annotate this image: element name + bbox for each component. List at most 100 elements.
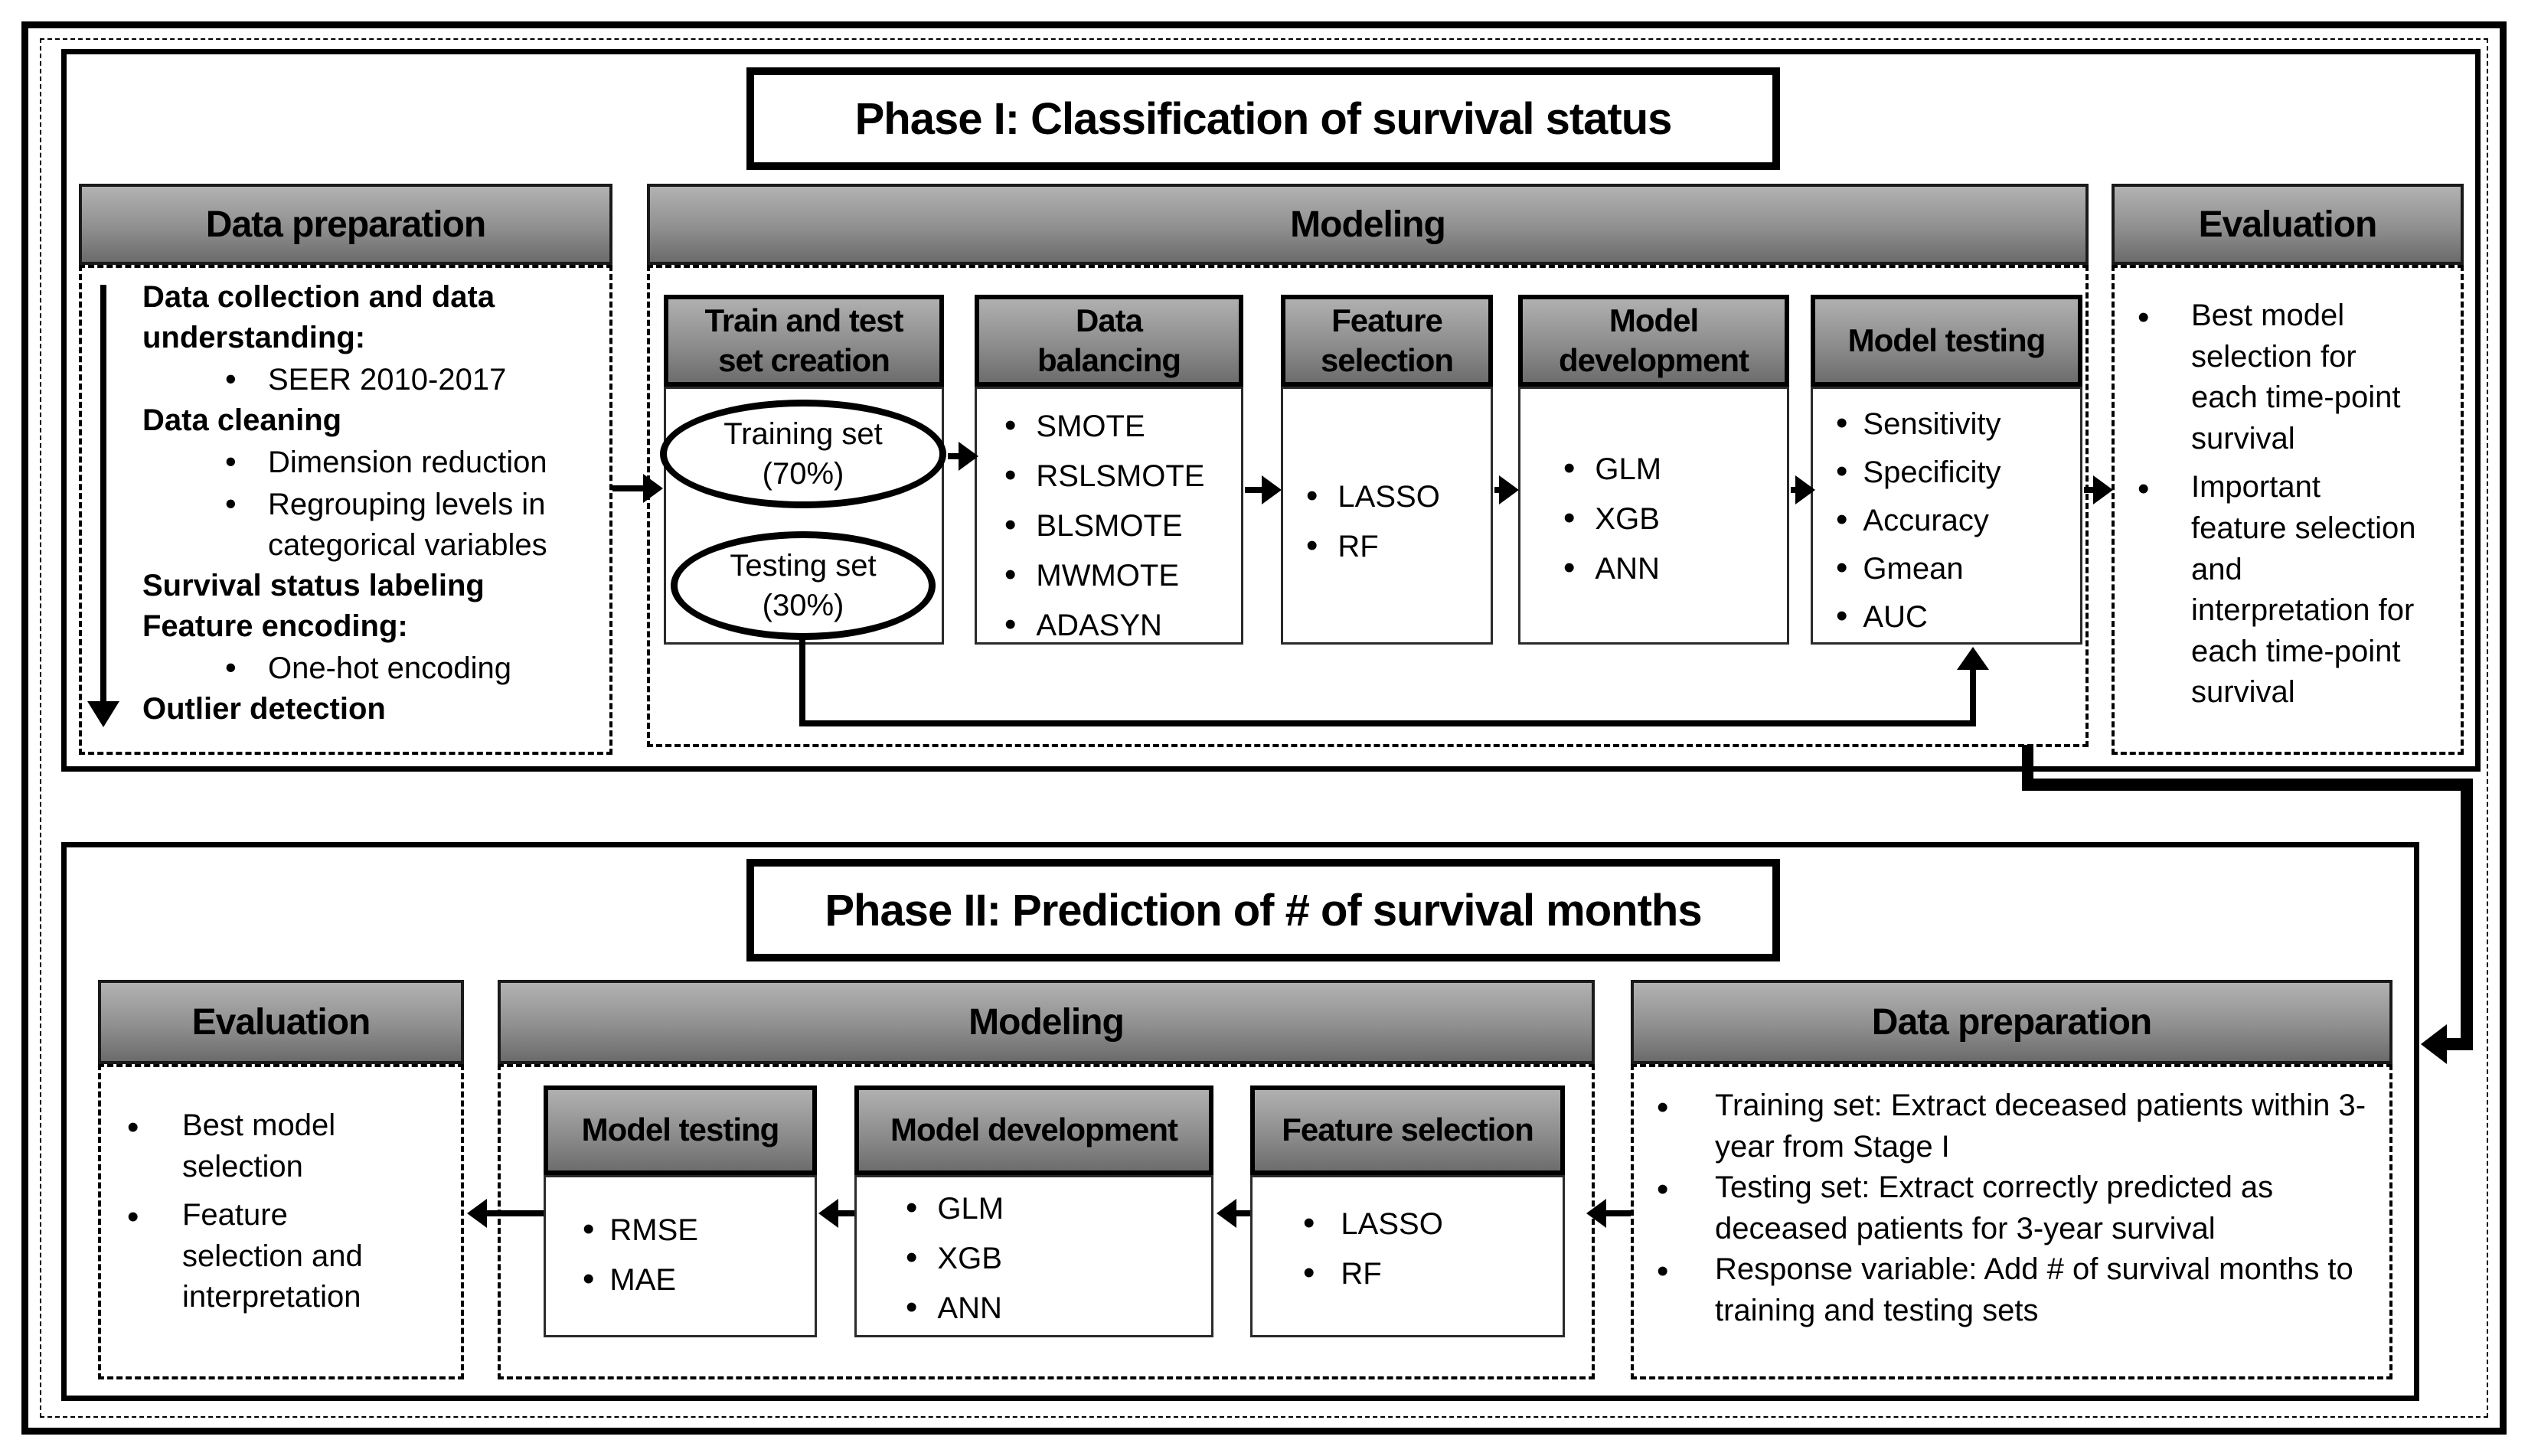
connector-right bbox=[2461, 779, 2473, 1050]
data-prep-step: Data collection and data understanding: bbox=[142, 280, 495, 354]
list-item: AUC bbox=[1836, 593, 2080, 641]
phase2-title: Phase II: Prediction of # of survival mo… bbox=[825, 885, 1702, 935]
arrow-modeldev-to-modeltest bbox=[1791, 475, 1815, 504]
list-item: ANN bbox=[1563, 544, 1787, 593]
phase1-data-prep-box bbox=[79, 265, 612, 755]
arrow-trainset-to-balancing bbox=[948, 442, 978, 471]
list-item: ANN bbox=[906, 1283, 1211, 1333]
phase1-evaluation-header: Evaluation bbox=[2112, 184, 2464, 265]
bullet-icon bbox=[2138, 467, 2191, 512]
bullet-icon bbox=[1836, 448, 1847, 496]
testingset-feedback-line-horizontal bbox=[799, 720, 1976, 726]
list-item: LASSO bbox=[1306, 472, 1491, 521]
bullet-icon bbox=[225, 647, 268, 689]
arrow-modeltest-to-evaluation bbox=[467, 1199, 544, 1228]
bullet-icon bbox=[225, 483, 268, 525]
bullet-icon bbox=[1303, 1249, 1315, 1298]
phase1-data-prep-header: Data preparation bbox=[79, 184, 612, 265]
phase2-model-development-box: GLM XGB ANN bbox=[854, 1175, 1213, 1337]
list-item: Gmean bbox=[1836, 544, 2080, 593]
testing-set-ellipse: Testing set (30%) bbox=[671, 531, 936, 640]
list-item: GLM bbox=[1563, 444, 1787, 494]
bullet-icon bbox=[1004, 550, 1016, 600]
connector-arrow-into-phase2 bbox=[2421, 1024, 2473, 1064]
list-item: RF bbox=[1303, 1249, 1563, 1298]
data-prep-step: Feature encoding: bbox=[142, 609, 408, 643]
phase1-data-prep-steps: Data collection and data understanding: … bbox=[142, 277, 599, 730]
feature-selection-box: LASSO RF bbox=[1281, 387, 1493, 645]
data-prep-sequence-arrow bbox=[100, 285, 106, 703]
phase2-model-testing-box: RMSE MAE bbox=[544, 1175, 817, 1337]
outer-border bbox=[21, 21, 2507, 1435]
bullet-icon bbox=[906, 1233, 917, 1283]
list-item: SMOTE bbox=[1004, 401, 1241, 451]
list-item: BLSMOTE bbox=[1004, 501, 1241, 550]
bullet-icon bbox=[127, 1105, 182, 1151]
data-balancing-header: Data balancing bbox=[975, 295, 1243, 387]
list-item: XGB bbox=[906, 1233, 1211, 1283]
bullet-icon bbox=[1836, 496, 1847, 544]
bullet-icon bbox=[1836, 400, 1847, 448]
testingset-feedback-line-vertical bbox=[799, 638, 805, 726]
evaluation-bullet: Best model selection for each time-point… bbox=[2138, 295, 2461, 459]
evaluation-bullet: Best model selection bbox=[127, 1105, 461, 1187]
bullet-icon bbox=[1004, 501, 1016, 550]
phase1-title: Phase I: Classification of survival stat… bbox=[854, 93, 1673, 144]
training-set-ellipse: Training set (70%) bbox=[660, 400, 946, 508]
data-prep-substep: Dimension reduction bbox=[142, 441, 599, 483]
list-item: RMSE bbox=[583, 1205, 815, 1255]
phase2-data-prep-box: Training set: Extract deceased patients … bbox=[1631, 1064, 2392, 1379]
data-prep-bullet: Testing set: Extract correctly predicted… bbox=[1657, 1167, 2389, 1249]
list-item: RSLSMOTE bbox=[1004, 451, 1241, 501]
data-prep-bullet: Training set: Extract deceased patients … bbox=[1657, 1085, 2389, 1167]
bullet-icon bbox=[1303, 1199, 1315, 1249]
data-prep-substep: SEER 2010-2017 bbox=[142, 358, 599, 400]
testingset-feedback-line-up bbox=[1970, 669, 1976, 726]
bullet-icon bbox=[1306, 472, 1318, 521]
bullet-icon bbox=[127, 1195, 182, 1240]
phase2-title-box: Phase II: Prediction of # of survival mo… bbox=[746, 859, 1780, 961]
bullet-icon bbox=[225, 441, 268, 483]
arrow-balancing-to-featuresel bbox=[1245, 475, 1282, 504]
bullet-icon bbox=[1004, 451, 1016, 501]
data-prep-bullet: Response variable: Add # of survival mon… bbox=[1657, 1249, 2389, 1331]
arrow-featuresel-to-modeldev bbox=[1217, 1199, 1250, 1228]
evaluation-bullet: Feature selection and interpretation bbox=[127, 1195, 461, 1318]
model-development-header: Model development bbox=[1518, 295, 1789, 387]
phase2-model-testing-header: Model testing bbox=[544, 1085, 817, 1175]
bullet-icon bbox=[1004, 600, 1016, 650]
bullet-icon bbox=[2138, 295, 2191, 341]
bullet-icon bbox=[1657, 1085, 1715, 1131]
bullet-icon bbox=[1657, 1167, 1715, 1213]
inner-dashed-border bbox=[40, 38, 2488, 1418]
list-item: ADASYN bbox=[1004, 600, 1241, 650]
list-item: RF bbox=[1306, 521, 1491, 571]
bullet-icon bbox=[1563, 494, 1575, 544]
phase2-outline bbox=[61, 842, 2419, 1401]
arrow-up-icon bbox=[1957, 647, 1989, 670]
phase2-evaluation-header: Evaluation bbox=[98, 980, 464, 1064]
bullet-icon bbox=[225, 358, 268, 400]
list-item: Sensitivity bbox=[1836, 400, 2080, 448]
list-item: Accuracy bbox=[1836, 496, 2080, 544]
bullet-icon bbox=[583, 1255, 594, 1304]
feature-selection-header: Feature selection bbox=[1281, 295, 1493, 387]
data-prep-step: Outlier detection bbox=[142, 692, 386, 726]
connector-top bbox=[2022, 779, 2473, 791]
list-item: GLM bbox=[906, 1183, 1211, 1233]
model-testing-header: Model testing bbox=[1811, 295, 2082, 387]
data-prep-substep: Regrouping levels in categorical variabl… bbox=[142, 483, 599, 566]
list-item: MAE bbox=[583, 1255, 815, 1304]
data-prep-step: Survival status labeling bbox=[142, 569, 485, 602]
model-development-box: GLM XGB ANN bbox=[1518, 387, 1789, 645]
phase1-outline bbox=[61, 49, 2481, 772]
list-item: MWMOTE bbox=[1004, 550, 1241, 600]
phase2-modeling-header: Modeling bbox=[498, 980, 1595, 1064]
list-item: LASSO bbox=[1303, 1199, 1563, 1249]
bullet-icon bbox=[1563, 544, 1575, 593]
bullet-icon bbox=[1004, 401, 1016, 451]
phase2-evaluation-box: Best model selection Feature selection a… bbox=[98, 1064, 464, 1379]
bullet-icon bbox=[1836, 593, 1847, 641]
arrow-modeltest-to-evaluation bbox=[2084, 475, 2113, 504]
